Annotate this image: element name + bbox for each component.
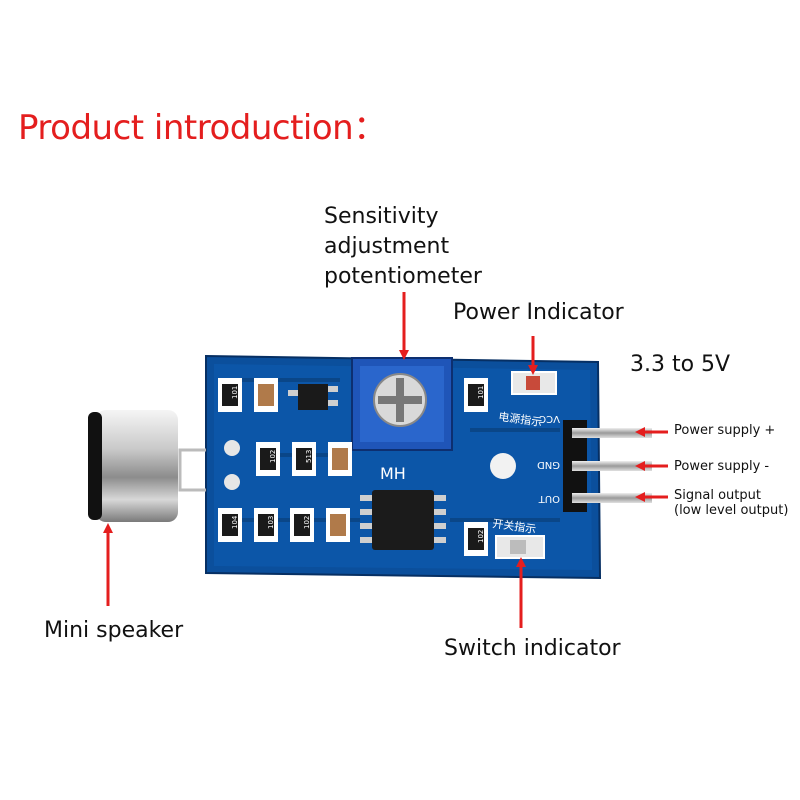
transistor xyxy=(288,384,338,410)
smd-capacitor xyxy=(326,508,350,542)
pin-out xyxy=(572,493,652,503)
smd-resistor: 102 xyxy=(290,508,314,542)
smd-resistor-label: 101 xyxy=(477,386,485,399)
label-sensitivity-potentiometer: Sensitivity adjustment potentiometer xyxy=(324,202,482,292)
power-led xyxy=(511,371,557,395)
smd-capacitor xyxy=(328,442,352,476)
smd-resistor-label: 103 xyxy=(267,516,275,529)
pin-label-out: OUT xyxy=(538,493,560,504)
annotation-arrows xyxy=(103,292,668,628)
smd-resistor: 102 xyxy=(256,442,280,476)
label-signal-output: Signal output xyxy=(674,488,761,503)
smd-resistor: 103 xyxy=(254,508,278,542)
label-power-supply-plus: Power supply + xyxy=(674,423,776,438)
label-power-indicator: Power Indicator xyxy=(453,300,624,325)
smd-resistor: 104 xyxy=(218,508,242,542)
pin-label-gnd: GND xyxy=(537,459,560,470)
smd-components: 101 101 102 513 104 103 102 102 xyxy=(218,378,488,556)
label-sensitivity-line-1: Sensitivity xyxy=(324,204,439,229)
microphone xyxy=(88,410,240,522)
switch-indicator-cn: 开关指示 xyxy=(492,516,538,536)
potentiometer xyxy=(351,357,453,451)
pin-gnd xyxy=(572,461,652,471)
smd-resistor-label: 104 xyxy=(231,515,239,529)
label-sensitivity-line-3: potentiometer xyxy=(324,264,482,289)
label-voltage: 3.3 to 5V xyxy=(630,352,731,377)
pin-label-vcc: VCC xyxy=(539,413,560,424)
smd-resistor: 101 xyxy=(218,378,242,412)
smd-resistor: 101 xyxy=(464,378,488,412)
smd-resistor-label: 102 xyxy=(303,516,311,529)
label-switch-indicator: Switch indicator xyxy=(444,636,621,661)
header-pins xyxy=(563,420,652,512)
label-mini-speaker: Mini speaker xyxy=(44,618,184,643)
power-indicator-cn: 电源指示 xyxy=(498,409,544,429)
smd-resistor-label: 513 xyxy=(305,450,313,463)
ic-chip xyxy=(360,490,446,550)
smd-resistor-label: 102 xyxy=(269,450,277,463)
smd-resistor: 102 xyxy=(464,522,488,556)
label-sensitivity-line-2: adjustment xyxy=(324,234,450,259)
board-label-mh: MH xyxy=(380,464,406,483)
pin-vcc xyxy=(572,428,652,438)
smd-resistor-label: 102 xyxy=(477,530,485,543)
smd-resistor-label: 101 xyxy=(231,386,239,399)
smd-capacitor xyxy=(254,378,278,412)
mounting-hole xyxy=(490,453,516,479)
label-power-supply-minus: Power supply - xyxy=(674,459,770,474)
smd-resistor: 513 xyxy=(292,442,316,476)
switch-led xyxy=(495,535,545,559)
label-signal-output-note: (low level output) xyxy=(674,503,789,518)
page-title: Product introduction： xyxy=(18,108,387,148)
